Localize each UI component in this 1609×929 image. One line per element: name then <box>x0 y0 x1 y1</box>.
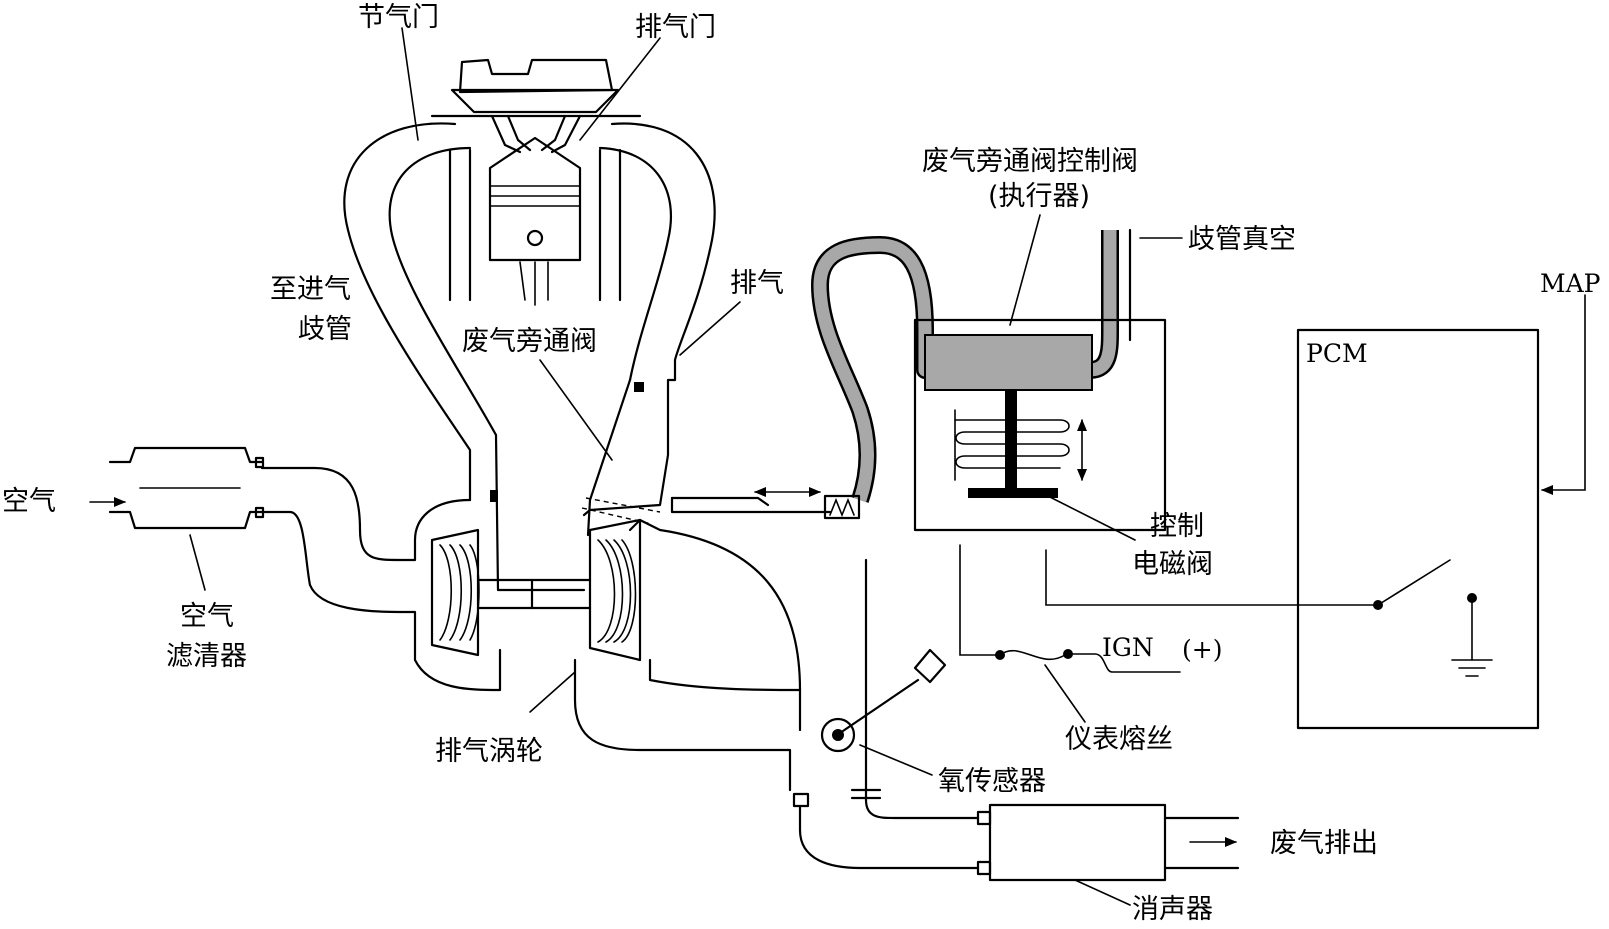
label-exhaust-out: 废气排出 <box>1270 828 1378 859</box>
label-wastegate: 废气旁通阀 <box>462 326 597 357</box>
label-ign: IGN <box>1102 633 1154 662</box>
label-exhaust-valve: 排气门 <box>635 12 716 43</box>
label-muffler: 消声器 <box>1132 894 1213 925</box>
engine-assembly <box>343 58 716 592</box>
label-manifold-vacuum: 歧管真空 <box>1188 224 1296 255</box>
label-exhaust: 排气 <box>730 268 784 299</box>
wastegate-actuator <box>811 228 1379 656</box>
air-cleaner <box>108 446 402 614</box>
label-exhaust-turbine: 排气涡轮 <box>435 736 543 767</box>
wastegate-rod <box>670 487 861 520</box>
label-pcm: PCM <box>1306 339 1368 368</box>
pcm-module <box>1296 294 1586 730</box>
turbocharger <box>398 453 802 792</box>
oxygen-sensor <box>798 558 947 792</box>
leader-lines <box>89 27 1183 906</box>
label-to-intake-manifold-1: 至进气 <box>270 274 351 305</box>
muffler <box>792 788 1240 882</box>
label-oxygen-sensor: 氧传感器 <box>938 766 1046 797</box>
label-air: 空气 <box>2 486 56 517</box>
label-wastegate-control-valve-2: (执行器) <box>988 181 1090 212</box>
label-wastegate-control-valve-1: 废气旁通阀控制阀 <box>922 146 1138 177</box>
label-throttle: 节气门 <box>358 2 439 33</box>
label-control-solenoid-2: 电磁阀 <box>1132 549 1213 580</box>
label-gauge-fuse: 仪表熔丝 <box>1065 724 1173 755</box>
ignition-circuit <box>995 649 1181 673</box>
label-map: MAP <box>1540 269 1600 298</box>
label-air-cleaner-2: 滤清器 <box>166 641 247 672</box>
label-air-cleaner-1: 空气 <box>180 601 234 632</box>
label-ign-plus: (+) <box>1182 635 1222 664</box>
label-control-solenoid-1: 控制 <box>1150 511 1204 542</box>
label-to-intake-manifold-2: 歧管 <box>298 314 352 345</box>
